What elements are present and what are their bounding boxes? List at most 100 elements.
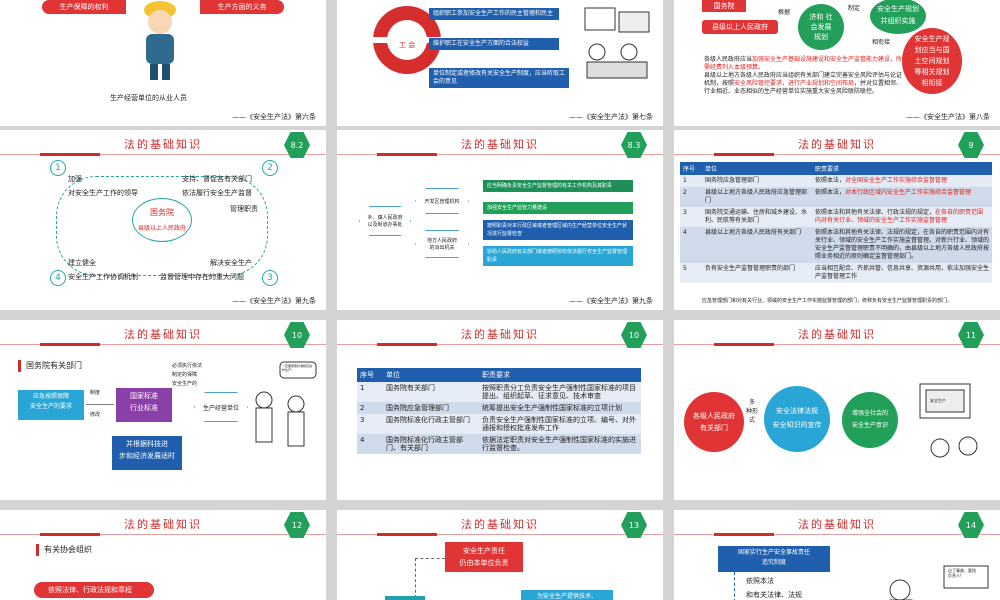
req-highlight: 对本行政区域内安全生产工作实施综合监督管理 [845, 189, 972, 196]
tech-service-box: 为安全生产提供技术、 [521, 590, 613, 600]
para-1-plain: 各级人民政府应当 [704, 56, 753, 63]
item-3-label-b: 监督管理中存在的重大问题 [160, 273, 244, 281]
req-plain: 依照本法， [815, 177, 846, 184]
make-label: 制度 [90, 390, 101, 396]
title-underline [674, 153, 1000, 156]
township-line-1: 乡、镇人民政府 [367, 215, 403, 221]
publicity-line-1: 安全法律法规 [776, 407, 818, 415]
table-row: 2 县级以上地方各级人民政府应急管理部门 依照本法，对本行政区域内安全生产工作实… [680, 187, 992, 207]
slide-thumbnail-11[interactable]: 法的基础知识 11 各级人民政府 有关部门 多 种形 式 安全法律法规 安全知识… [674, 320, 1000, 500]
spatial-plan-line-3: 土空间规划 [914, 57, 950, 65]
item-number-2: 2 [262, 160, 278, 176]
table-note: 应急管理部门和对有关行业、领域的安全生产工作实施监督管理的部门，统称负有安全生产… [702, 298, 953, 304]
slide-thumbnail-8-3[interactable]: 法的基础知识 8.3 乡、镇人民政府 以及街道办事处 开发区管理机构 地方人民政… [337, 130, 663, 310]
comply-line-3: 安全生产的 [172, 381, 198, 387]
standards-line-2: 行业标准 [130, 404, 158, 412]
para-2-plain: 县级以上地方各级人民政府应当组织有关部门建立完善安全风险评估与论证机制，按照 [704, 72, 903, 87]
publicity-line-2: 安全知识的宣传 [772, 421, 822, 429]
title-underline [0, 343, 326, 346]
item-1-label-b: 对安全生产工作的领导 [68, 189, 138, 197]
union-duty-1: 组织职工参加安全生产工作的民主管理和民主 [429, 8, 559, 20]
slide-title: 法的基础知识 [798, 328, 876, 341]
forms-line-1: 多 [749, 399, 756, 406]
arrow-connector [86, 404, 114, 405]
table-row: 4 县级以上地方各级人民政府有关部门 依照本法和其他有关法律、法规的规定，在各自… [680, 227, 992, 263]
slide-title: 法的基础知识 [461, 138, 539, 151]
cell-no: 2 [680, 187, 702, 207]
col-header: 职责要求 [812, 162, 992, 175]
page-number-badge: 8.2 [284, 132, 310, 158]
tech-progress-box: 并根据科技进 步和经济发展适时 [112, 436, 182, 470]
req-plain: 依照本法， [815, 189, 846, 196]
cell-req: 依据法定职责对安全生产强制性国家标准的实施进行监督检查。 [479, 434, 641, 454]
slide-thumbnail-8-2[interactable]: 法的基础知识 8.2 1 2 3 4 加强 对安全生产工作的领导 支持、督促各有… [0, 130, 326, 310]
link-label: 相衔接 [872, 39, 891, 46]
service-box-left [385, 596, 425, 600]
item-4-label-b: 安全生产工作协调机制 [68, 273, 138, 281]
tech-line-2: 步和经济发展适时 [119, 452, 175, 460]
inspection-illustration [889, 565, 989, 600]
slide-title: 法的基础知识 [124, 328, 202, 341]
cell-no: 5 [680, 263, 702, 283]
dispatched-org-hexagon: 地方人民政府 的派出机关 [415, 230, 469, 258]
slide-thumbnail-12[interactable]: 法的基础知识 12 有关协会组织 依照法律、行政法规和章程 [0, 510, 326, 600]
awareness-circle: 增强全社会的 安全生产意识 [842, 392, 898, 448]
center-label-1: 国务院 [150, 208, 174, 217]
forms-label: 多 种形 式 [746, 398, 758, 425]
accountability-box: 国家实行生产安全事故责任 追究制度 [718, 546, 830, 572]
township-hexagon: 乡、镇人民政府 以及街道办事处 [359, 206, 411, 236]
slide-thumbnail-6[interactable]: 生产保障的权利 生产方面的义务 生产经营单位的从业人员 ——《安全生产法》第六条 [0, 0, 326, 126]
cell-unit: 国务院应急管理部门 [383, 402, 479, 414]
page-number-badge: 12 [284, 512, 310, 538]
slide-thumbnail-10b[interactable]: 法的基础知识 10 序号 单位 职责要求 1 国务院有关部门 按照职责分工负责安… [337, 320, 663, 500]
cell-req: 依照本法，对本行政区域内安全生产工作实施综合监督管理 [812, 187, 992, 207]
title-underline [0, 153, 326, 156]
basis-text-1: 依照本法 [746, 577, 774, 585]
req-highlight: 在各自的职责范围内对有关行业、领域的安全生产工作实施监督管理 [815, 209, 984, 224]
township-line-2: 以及街道办事处 [367, 222, 403, 228]
gov-line-2: 有关部门 [700, 424, 728, 432]
col-header: 职责要求 [479, 368, 641, 382]
slide-thumbnail-7[interactable]: 工 会 组织职工参加安全生产工作的民主管理和民主 维护职工在安全生产方面的合法权… [337, 0, 663, 126]
workers-illustration [255, 361, 317, 447]
union-logo-label: 工 会 [399, 41, 416, 49]
cell-unit: 国务院交通运输、住房和城乡建设、水利、民航等有关部门 [702, 207, 812, 227]
req-highlight: 对全国安全生产工作实施综合监督管理 [845, 177, 948, 184]
item-number-4: 4 [50, 270, 66, 286]
item-2-label-a: 支持、督促各有关部门 [182, 175, 252, 183]
tv-screen-text: 安全生产 [930, 398, 946, 403]
slide-title: 法的基础知识 [461, 518, 539, 531]
accountability-line-1: 国家实行生产安全事故责任 [737, 549, 810, 556]
page-number-badge: 10 [284, 322, 310, 348]
gov-box: 县级以上人民政府 [702, 20, 778, 34]
title-underline [0, 533, 326, 536]
center-circle: 国务院 县级以上人民政府 [132, 198, 192, 242]
slide-thumbnail-9[interactable]: 法的基础知识 9 序号 单位 职责要求 1 国务院应急管理部门 依照本法，对全国… [674, 130, 1000, 310]
tv-audience-illustration [919, 383, 978, 458]
publicity-circle: 安全法律法规 安全知识的宣传 [764, 386, 830, 452]
cell-no: 4 [357, 434, 383, 454]
duties-table-9: 序号 单位 职责要求 1 国务院应急管理部门 依照本法，对全国安全生产工作实施综… [680, 162, 992, 283]
slide-thumbnail-13[interactable]: 法的基础知识 13 安全生产责任 仍由本单位负责 为安全生产提供技术、 [337, 510, 663, 600]
forms-line-2: 种形 [746, 408, 759, 415]
col-header: 序号 [357, 368, 383, 382]
spatial-plan-line-5: 相衔接 [921, 79, 943, 87]
item-2-label-c: 管理职责 [230, 205, 258, 213]
cell-unit: 国务院标准化行政主管部门 [383, 414, 479, 434]
cell-req: 应当相互配合、齐抓共管、信息共享、资源共用，依法加强安全生产监督管理工作 [812, 263, 992, 283]
slide-thumbnail-8[interactable]: 国务院 县级以上人民政府 根据 济和 社 会发展 规划 制定 安全生产规划 并组… [674, 0, 1000, 126]
item-4-label-a: 建立健全 [68, 259, 96, 267]
law-footer: ——《安全生产法》第九条 [569, 297, 653, 305]
worker-illustration [144, 1, 176, 80]
cell-req: 统筹提出安全生产强制性国家标准的立项计划 [479, 402, 641, 414]
safety-plan-line-1: 安全生产规划 [877, 5, 919, 13]
section-heading: 国务院有关部门 [26, 361, 82, 370]
law-footer: ——《安全生产法》第六条 [232, 113, 316, 121]
table-row: 4 国务院标准化行政主管部门、有关部门 依据法定职责对安全生产强制性国家标准的实… [357, 434, 641, 454]
responsibility-line-1: 安全生产责任 [463, 547, 505, 555]
cell-no: 4 [680, 227, 702, 263]
cell-unit: 负有安全生产监督管理职责的部门 [702, 263, 812, 283]
slide-thumbnail-10a[interactable]: 法的基础知识 10 国务院有关部门 应急按照保障 安全生产的要求 制度 修改 国… [0, 320, 326, 500]
slide-thumbnail-14[interactable]: 法的基础知识 14 国家实行生产安全事故责任 追究制度 依照本法 和有关法律、法… [674, 510, 1000, 600]
